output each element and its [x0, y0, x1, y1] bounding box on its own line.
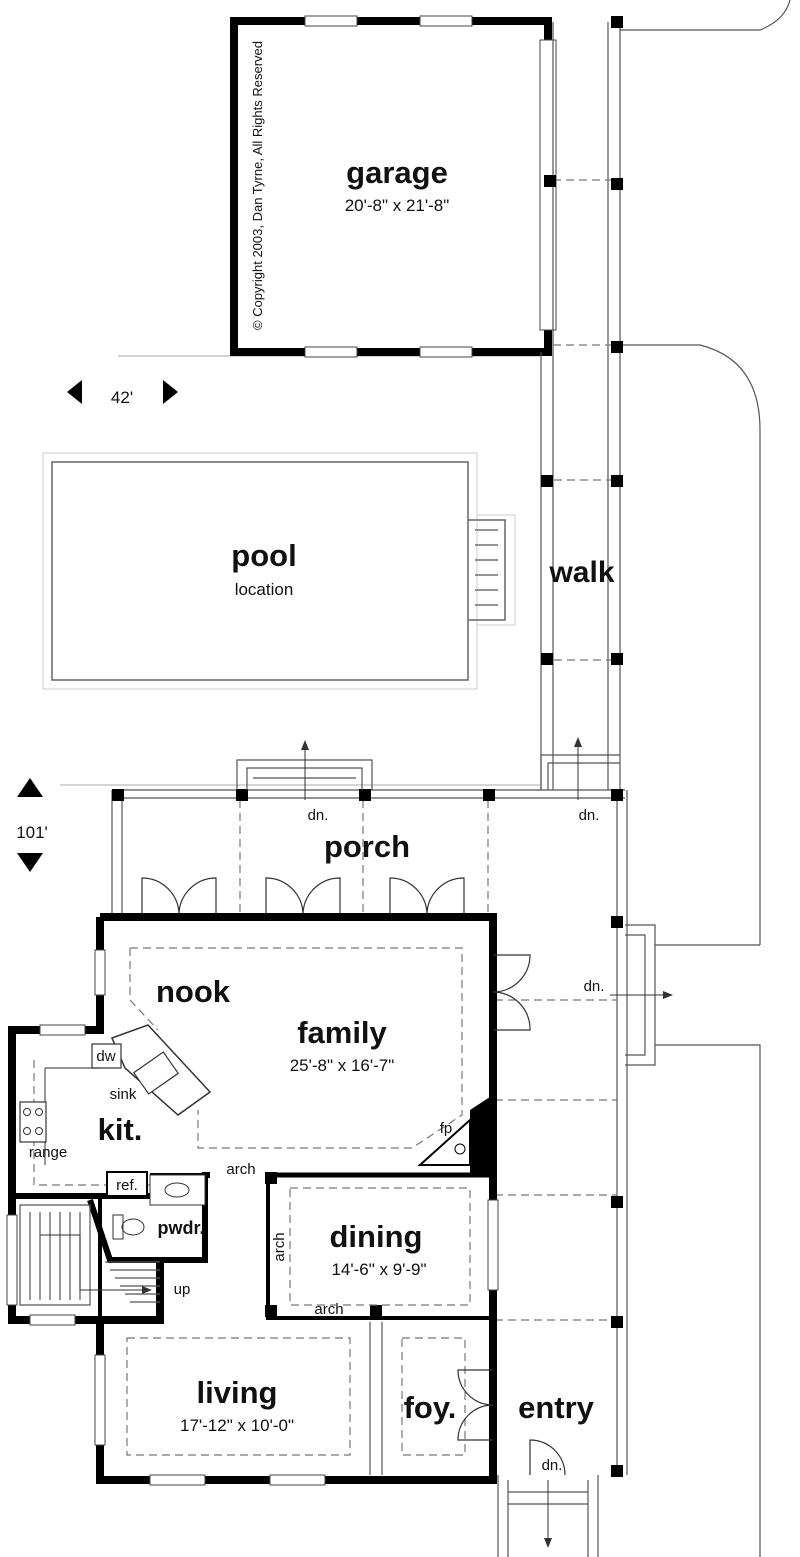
- width-dimension-label: 42': [111, 388, 133, 407]
- powder-room-name: pwdr.: [157, 1218, 204, 1238]
- kitchen: dw sink kit. range ref.: [19, 1024, 212, 1197]
- living-room: living 17'-12" x 10'-0": [126, 1322, 383, 1475]
- powder-room: pwdr.: [112, 1174, 206, 1240]
- nook-name: nook: [156, 974, 231, 1009]
- arch-label-kitchen: arch: [226, 1161, 255, 1178]
- width-dimension: 42': [67, 380, 178, 407]
- refrigerator-label: ref.: [116, 1177, 138, 1194]
- garage-name: garage: [346, 155, 448, 190]
- arch-label-living: arch: [314, 1301, 343, 1318]
- foyer-entry: foy. entry dn.: [401, 1337, 599, 1557]
- pool-name: pool: [231, 538, 296, 573]
- house-walls: [6, 913, 531, 1486]
- sink-label: sink: [110, 1086, 137, 1103]
- family-nook: nook family 25'-8" x 16'-7" fp: [129, 947, 471, 1166]
- dishwasher-label: dw: [96, 1048, 115, 1065]
- veranda: dn.: [495, 916, 673, 1477]
- fireplace-label: fp: [440, 1120, 453, 1137]
- arch-label-dining: arch: [271, 1232, 288, 1261]
- entry-name: entry: [518, 1390, 595, 1425]
- dining-name: dining: [330, 1219, 423, 1254]
- garage-dims: 20'-8" x 21'-8": [345, 196, 450, 215]
- side-stairs-down-label: dn.: [584, 978, 605, 995]
- pool-sub: location: [235, 580, 294, 599]
- family-name: family: [297, 1015, 387, 1050]
- porch-name: porch: [324, 829, 410, 864]
- walk-stairs-down-label: dn.: [579, 807, 600, 824]
- range-label: range: [29, 1144, 67, 1161]
- depth-dimension: 101': [16, 778, 48, 872]
- porch-stairs-down-label: dn.: [308, 807, 329, 824]
- walk: walk: [540, 16, 623, 790]
- living-name: living: [197, 1375, 278, 1410]
- pool: pool location: [42, 452, 516, 690]
- garage: garage 20'-8" x 21'-8" © Copyright 2003,…: [230, 15, 557, 358]
- family-dims: 25'-8" x 16'-7": [290, 1056, 395, 1075]
- depth-dimension-label: 101': [16, 823, 48, 842]
- living-dims: 17'-12" x 10'-0": [180, 1416, 294, 1435]
- site-lines: [60, 0, 791, 1557]
- dining-dims: 14'-6" x 9'-9": [331, 1260, 426, 1279]
- walk-name: walk: [548, 556, 614, 589]
- copyright-text: © Copyright 2003, Dan Tyrne, All Rights …: [250, 41, 265, 330]
- foyer-name: foy.: [404, 1390, 457, 1425]
- entry-stairs-down-label: dn.: [542, 1457, 563, 1474]
- kitchen-name: kit.: [98, 1112, 143, 1147]
- porch: dn. dn. porch: [111, 737, 628, 1475]
- dining-room: dining 14'-6" x 9'-9": [289, 1187, 471, 1306]
- stairs: up: [19, 1204, 191, 1306]
- stairs-up-label: up: [174, 1281, 191, 1298]
